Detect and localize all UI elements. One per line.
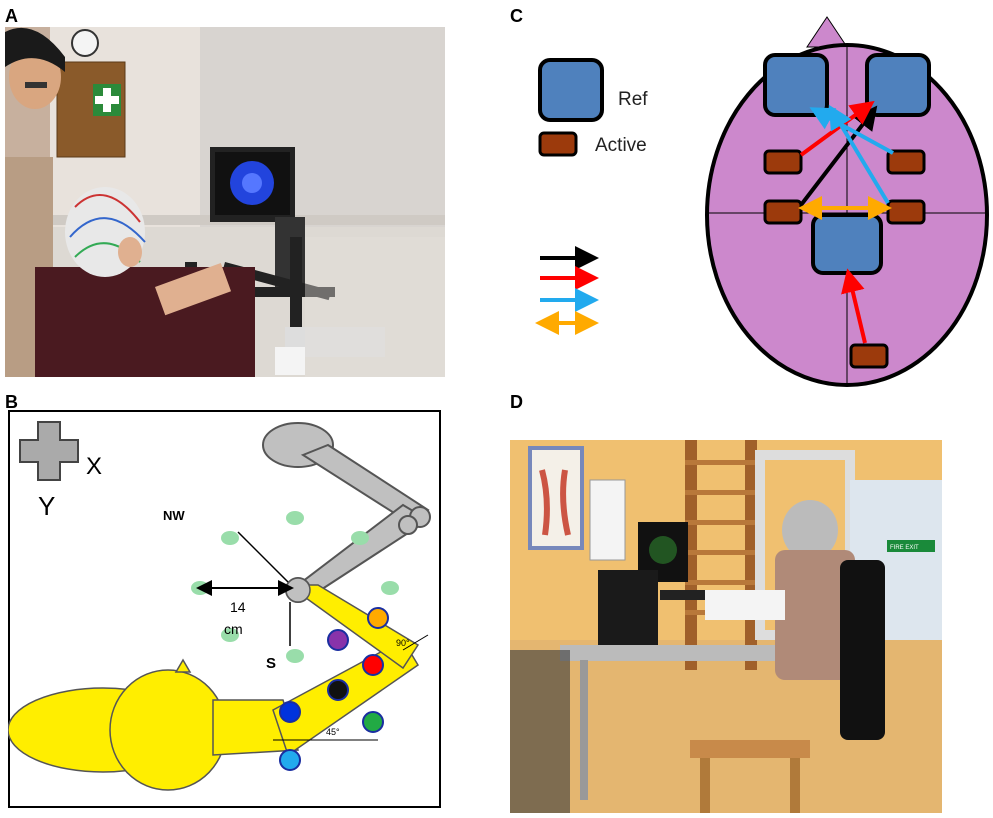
distance-value: 14 bbox=[230, 599, 246, 615]
axis-cross-icon bbox=[19, 421, 79, 481]
panel-a-photo bbox=[5, 27, 445, 377]
active-electrode-right-mid bbox=[886, 199, 926, 225]
panel-d-letter: D bbox=[510, 392, 523, 412]
muscle-marker-orange bbox=[367, 607, 389, 629]
fire-exit-sign-text: FIRE EXIT bbox=[890, 545, 919, 551]
first-aid-box bbox=[56, 61, 126, 158]
active-electrode-left-mid bbox=[763, 199, 803, 225]
axis-x-label: X bbox=[86, 453, 102, 480]
arrow-red-c3 bbox=[799, 100, 875, 157]
active-electrode-c4 bbox=[886, 149, 926, 175]
angle-45-label: 45° bbox=[326, 727, 340, 737]
muscle-marker-lightblue bbox=[279, 749, 301, 771]
legend-active-swatch bbox=[538, 131, 578, 157]
panel-d-photo: FIRE EXIT bbox=[510, 440, 942, 813]
clock bbox=[71, 29, 99, 57]
muscle-marker-purple bbox=[327, 629, 349, 651]
target-ne bbox=[351, 531, 369, 545]
arrow-blue-right-mid bbox=[828, 104, 890, 205]
legend-ref-label: Ref bbox=[618, 89, 648, 110]
panel-c-letter: C bbox=[510, 6, 523, 26]
fire-exit-sign bbox=[887, 540, 935, 552]
nw-label: NW bbox=[163, 508, 185, 523]
subject-with-eeg-cap bbox=[35, 187, 255, 377]
wooden-stool bbox=[690, 740, 810, 813]
panel-a-letter: A bbox=[5, 6, 18, 26]
muscle-marker-blue bbox=[279, 701, 301, 723]
target-s bbox=[286, 649, 304, 663]
body-top-view bbox=[8, 577, 420, 791]
ref-electrode-left bbox=[763, 53, 829, 117]
active-electrode-posterior bbox=[849, 343, 889, 369]
arrow-black-montage bbox=[799, 105, 878, 207]
muscle-marker-black bbox=[327, 679, 349, 701]
angle-90-label: 90° bbox=[396, 638, 410, 648]
ref-electrode-right bbox=[865, 53, 931, 117]
distance-unit: cm bbox=[224, 621, 243, 637]
electrode-montage-diagram: Ref Active bbox=[535, 16, 989, 387]
arrow-red-posterior bbox=[841, 268, 867, 344]
rehab-lab-photo: FIRE EXIT bbox=[510, 440, 942, 813]
robot-base bbox=[598, 570, 658, 650]
muscle-marker-green bbox=[362, 711, 384, 733]
eeg-lab-photo bbox=[5, 27, 445, 377]
angle-90-line bbox=[402, 634, 429, 651]
wheelchair bbox=[840, 560, 885, 740]
target-n bbox=[286, 511, 304, 525]
researcher bbox=[5, 27, 65, 377]
legend-active-label: Active bbox=[595, 135, 647, 156]
poster-chart bbox=[589, 479, 626, 561]
nw-pointer-line bbox=[237, 531, 289, 583]
legend-ref-swatch bbox=[538, 58, 604, 122]
poster-anatomy bbox=[528, 446, 584, 550]
desk bbox=[560, 645, 810, 661]
target-sw bbox=[221, 628, 239, 642]
reaching-task-diagram: X Y NW 1 bbox=[8, 410, 441, 808]
target-nw bbox=[221, 531, 239, 545]
axis-y-label: Y bbox=[38, 491, 55, 521]
panel-b-letter: B bbox=[5, 392, 18, 412]
muscle-marker-red bbox=[362, 654, 384, 676]
subject-seated bbox=[705, 500, 885, 740]
s-label: S bbox=[266, 655, 276, 672]
ref-electrode-center bbox=[811, 213, 883, 275]
cup bbox=[275, 347, 305, 375]
target-e bbox=[381, 581, 399, 595]
active-electrode-c3 bbox=[763, 149, 803, 175]
nose-marker bbox=[806, 16, 848, 48]
